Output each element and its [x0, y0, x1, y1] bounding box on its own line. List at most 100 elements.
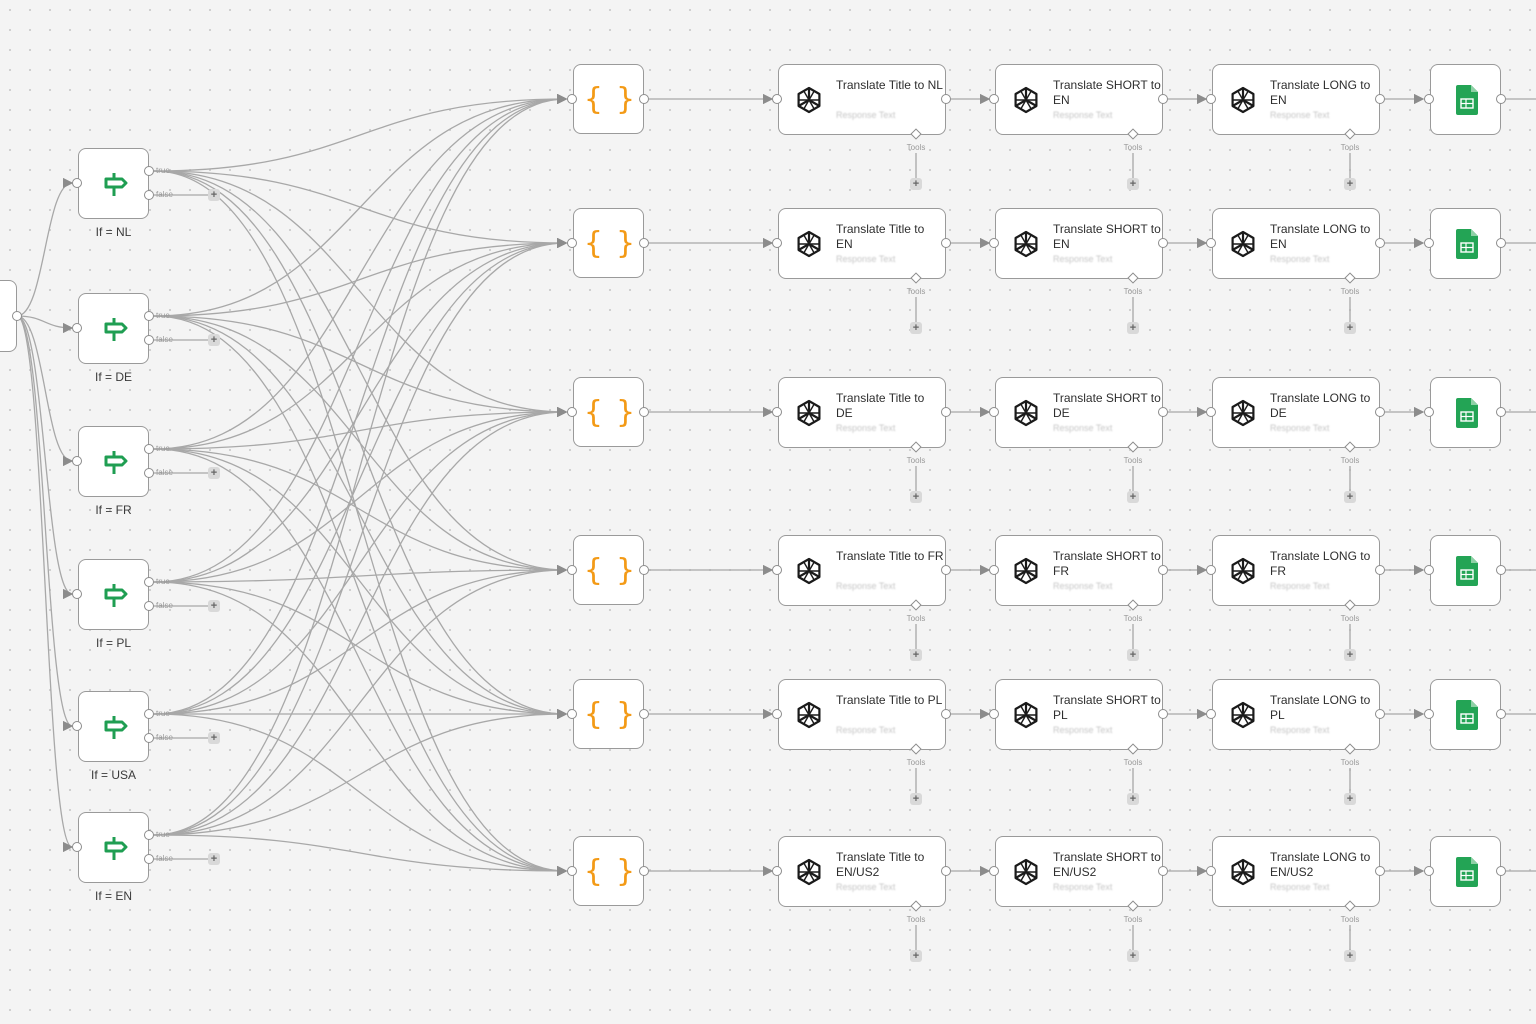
add-node-button[interactable]: +	[208, 600, 220, 612]
ai-output-port[interactable]	[1375, 866, 1385, 876]
if-true-port[interactable]	[144, 166, 154, 176]
if-input-port[interactable]	[72, 178, 82, 188]
if-input-port[interactable]	[72, 721, 82, 731]
if-false-port[interactable]	[144, 854, 154, 864]
sheets-input-port[interactable]	[1424, 565, 1434, 575]
code-output-port[interactable]	[639, 866, 649, 876]
ai-output-port[interactable]	[1375, 565, 1385, 575]
add-tool-button[interactable]: +	[1127, 322, 1139, 334]
add-tool-button[interactable]: +	[910, 950, 922, 962]
add-tool-button[interactable]: +	[910, 178, 922, 190]
ai-input-port[interactable]	[989, 866, 999, 876]
add-tool-button[interactable]: +	[910, 793, 922, 805]
add-tool-button[interactable]: +	[1344, 491, 1356, 503]
add-tool-button[interactable]: +	[1127, 491, 1139, 503]
ai-output-port[interactable]	[941, 407, 951, 417]
ai-output-port[interactable]	[941, 709, 951, 719]
ai-input-port[interactable]	[989, 94, 999, 104]
ai-input-port[interactable]	[1206, 565, 1216, 575]
ai-output-port[interactable]	[941, 238, 951, 248]
ai-output-port[interactable]	[1158, 238, 1168, 248]
sheets-output-port[interactable]	[1496, 866, 1506, 876]
ai-output-port[interactable]	[1158, 565, 1168, 575]
sheets-output-port[interactable]	[1496, 565, 1506, 575]
if-node[interactable]	[78, 559, 149, 630]
ai-output-port[interactable]	[941, 866, 951, 876]
code-input-port[interactable]	[567, 866, 577, 876]
if-node[interactable]	[78, 293, 149, 364]
code-node[interactable]: { }	[573, 679, 644, 749]
code-node[interactable]: { }	[573, 64, 644, 134]
code-output-port[interactable]	[639, 94, 649, 104]
ai-output-port[interactable]	[1158, 866, 1168, 876]
sheets-input-port[interactable]	[1424, 866, 1434, 876]
if-true-port[interactable]	[144, 830, 154, 840]
code-node[interactable]: { }	[573, 535, 644, 605]
if-false-port[interactable]	[144, 733, 154, 743]
add-node-button[interactable]: +	[208, 189, 220, 201]
if-node[interactable]	[78, 148, 149, 219]
ai-input-port[interactable]	[1206, 709, 1216, 719]
if-false-port[interactable]	[144, 190, 154, 200]
if-true-port[interactable]	[144, 709, 154, 719]
google-sheets-node[interactable]	[1430, 377, 1501, 448]
add-node-button[interactable]: +	[208, 467, 220, 479]
sheets-output-port[interactable]	[1496, 94, 1506, 104]
google-sheets-node[interactable]	[1430, 836, 1501, 907]
code-output-port[interactable]	[639, 565, 649, 575]
google-sheets-node[interactable]	[1430, 208, 1501, 279]
ai-input-port[interactable]	[1206, 866, 1216, 876]
ai-input-port[interactable]	[772, 94, 782, 104]
google-sheets-node[interactable]	[1430, 679, 1501, 750]
if-true-port[interactable]	[144, 444, 154, 454]
add-tool-button[interactable]: +	[1344, 322, 1356, 334]
sheets-input-port[interactable]	[1424, 94, 1434, 104]
add-tool-button[interactable]: +	[1344, 793, 1356, 805]
code-output-port[interactable]	[639, 709, 649, 719]
add-tool-button[interactable]: +	[1127, 178, 1139, 190]
add-tool-button[interactable]: +	[1127, 950, 1139, 962]
ai-output-port[interactable]	[1375, 94, 1385, 104]
ai-output-port[interactable]	[1375, 709, 1385, 719]
ai-output-port[interactable]	[1158, 407, 1168, 417]
ai-input-port[interactable]	[989, 709, 999, 719]
sheets-output-port[interactable]	[1496, 709, 1506, 719]
sheets-output-port[interactable]	[1496, 238, 1506, 248]
ai-input-port[interactable]	[1206, 94, 1216, 104]
code-input-port[interactable]	[567, 709, 577, 719]
add-node-button[interactable]: +	[208, 853, 220, 865]
if-false-port[interactable]	[144, 335, 154, 345]
ai-input-port[interactable]	[772, 709, 782, 719]
ai-input-port[interactable]	[772, 238, 782, 248]
sheets-input-port[interactable]	[1424, 238, 1434, 248]
add-tool-button[interactable]: +	[910, 491, 922, 503]
add-node-button[interactable]: +	[208, 334, 220, 346]
ai-input-port[interactable]	[772, 565, 782, 575]
sheets-output-port[interactable]	[1496, 407, 1506, 417]
code-input-port[interactable]	[567, 94, 577, 104]
ai-output-port[interactable]	[941, 94, 951, 104]
ai-input-port[interactable]	[1206, 407, 1216, 417]
ai-input-port[interactable]	[1206, 238, 1216, 248]
add-tool-button[interactable]: +	[1344, 649, 1356, 661]
code-node[interactable]: { }	[573, 836, 644, 906]
code-input-port[interactable]	[567, 565, 577, 575]
if-input-port[interactable]	[72, 456, 82, 466]
if-input-port[interactable]	[72, 323, 82, 333]
if-node[interactable]	[78, 691, 149, 762]
if-true-port[interactable]	[144, 311, 154, 321]
